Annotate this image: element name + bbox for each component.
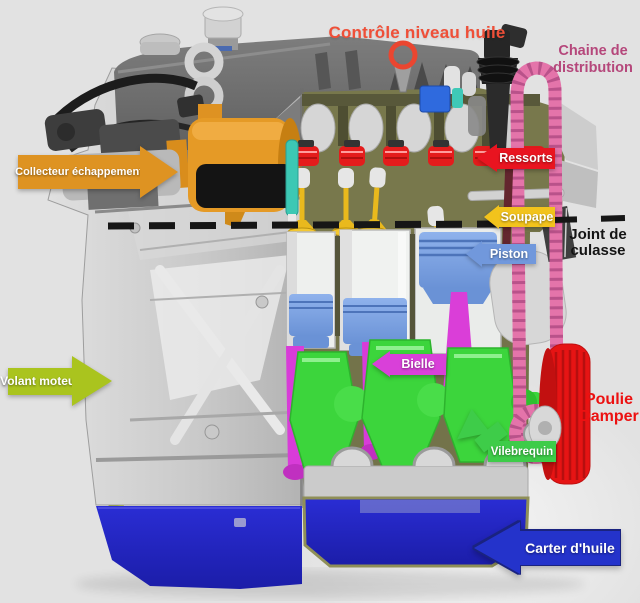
flywheel-arrow-label: Volant moteur [0,374,80,388]
timing-chain-label-line2: distribution [553,60,633,76]
damper-pulley-label-line2: Damper [579,408,639,425]
arrow-left-icon [484,205,499,229]
piston-arrow-label: Piston [489,247,529,261]
relay-box [419,85,463,113]
head-gasket-label-line2: culasse [570,242,626,259]
damper-pulley [528,343,591,485]
injector [285,139,299,228]
timing-chain-label: Chaine de distribution [547,43,639,77]
crankshaft-arrow-label: Vilebrequin [490,445,554,458]
valve-arrow-label: Soupape [500,210,554,224]
head-gasket-dash-line [107,215,628,230]
valve-springs-arrow-label: Ressorts [499,151,553,165]
arrow-right-icon [140,146,178,198]
connecting-rod-arrow: Bielle [372,351,446,377]
exhaust-manifold-arrow: Collecteur échappement [15,146,178,198]
crankshaft-arrow: Vilebrequin [447,408,558,464]
arrow-left-icon [372,351,390,377]
oil-pan-arrow: Carter d'huile [474,522,620,574]
oil-filler-cap [139,6,244,55]
damper-pulley-label: Poulie Damper [578,391,640,425]
flywheel-arrow: Volant moteur [0,356,112,406]
arrow-right-icon [72,356,112,406]
arrow-left-icon [477,144,497,172]
arrow-left-icon [474,522,520,574]
valve-arrow: Soupape [484,205,555,229]
head-gasket-label-line1: Joint de [569,226,627,243]
oil-pan [96,496,530,589]
chain-tensioner [502,148,514,258]
piston-arrow: Piston [466,241,536,267]
oil-pan-arrow-label: Carter d'huile [525,540,615,556]
arrow-left-icon [466,241,482,267]
exhaust-manifold [188,104,302,228]
piston-1 [289,294,333,348]
head-gasket-label: Joint de culasse [558,227,638,259]
valve-springs-arrow: Ressorts [477,144,555,172]
connecting-rod-arrow-label: Bielle [401,357,435,371]
oil-level-check-label: Contrôle niveau huile [328,23,506,42]
dipstick-ring [388,40,418,93]
damper-pulley-label-line1: Poulie [584,391,633,408]
timing-chain-label-line1: Chaine de [558,43,628,59]
exhaust-manifold-arrow-label: Collecteur échappement [15,166,143,178]
